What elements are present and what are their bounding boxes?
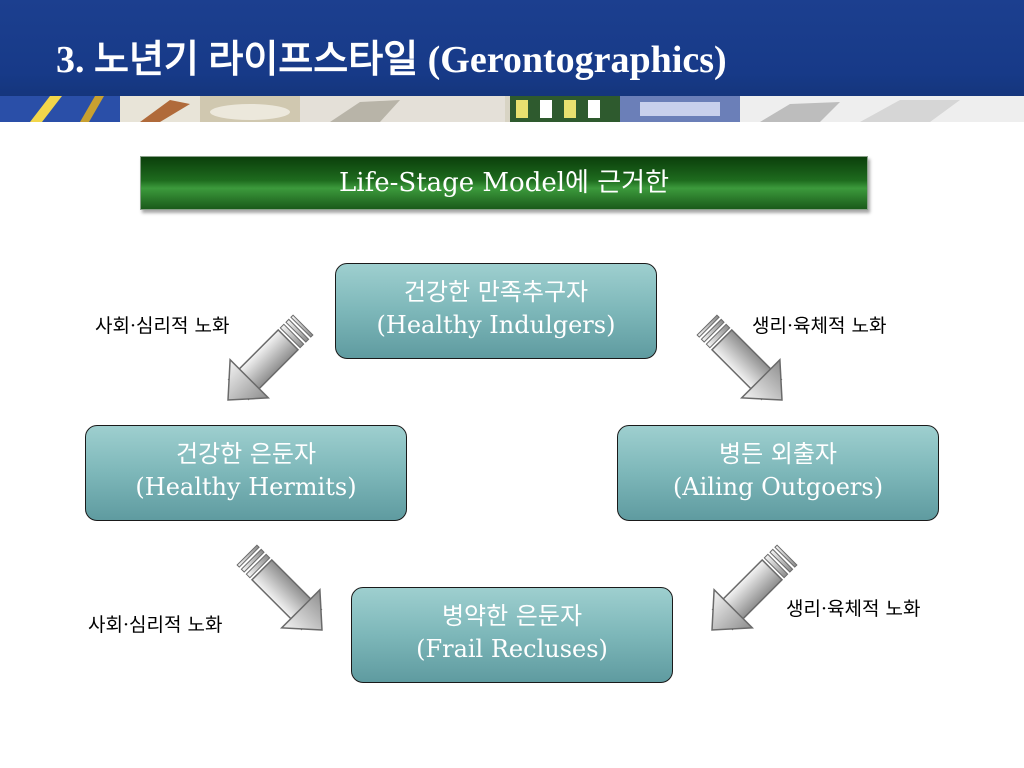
header-image-strip — [0, 96, 1024, 122]
arrow-top-left-icon — [227, 314, 314, 401]
node-label-en: (Healthy Hermits) — [135, 473, 357, 501]
node-healthy-hermits: 건강한 은둔자 (Healthy Hermits) — [85, 425, 407, 521]
node-label-ko: 병약한 은둔자 — [441, 602, 583, 630]
header-bar: 3. 노년기 라이프스타일 (Gerontographics) — [0, 0, 1024, 122]
node-label-ko: 건강한 만족추구자 — [403, 278, 589, 306]
arrow-bottom-right-icon — [711, 544, 798, 631]
edge-label-top-left: 사회·심리적 노화 — [95, 315, 230, 337]
node-frail-recluses: 병약한 은둔자 (Frail Recluses) — [351, 587, 673, 683]
arrow-bottom-left-icon — [236, 544, 323, 631]
node-label-ko: 건강한 은둔자 — [175, 440, 317, 468]
edge-label-bottom-left: 사회·심리적 노화 — [88, 614, 223, 636]
node-label-ko: 병든 외출자 — [718, 440, 838, 468]
arrow-top-right-icon — [696, 314, 783, 401]
node-label-en: (Healthy Indulgers) — [376, 311, 616, 339]
edge-label-bottom-right: 생리·육체적 노화 — [786, 598, 921, 620]
node-ailing-outgoers: 병든 외출자 (Ailing Outgoers) — [617, 425, 939, 521]
page-title: 3. 노년기 라이프스타일 (Gerontographics) — [56, 39, 727, 81]
model-banner: Life-Stage Model에 근거한 — [140, 156, 868, 210]
node-label-en: (Frail Recluses) — [416, 635, 608, 663]
edge-label-top-right: 생리·육체적 노화 — [752, 315, 887, 337]
node-healthy-indulgers: 건강한 만족추구자 (Healthy Indulgers) — [335, 263, 657, 359]
node-label-en: (Ailing Outgoers) — [672, 473, 884, 501]
